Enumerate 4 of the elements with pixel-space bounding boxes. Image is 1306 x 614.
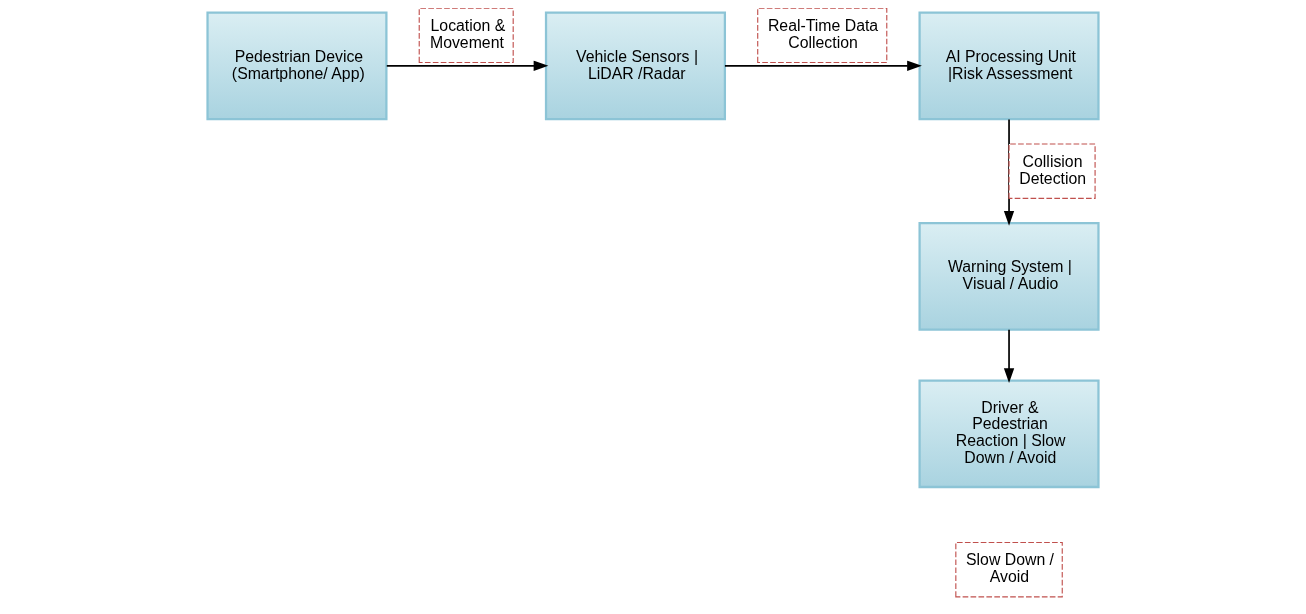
label: Slow Down / Avoid (966, 551, 1054, 586)
edge-label: Collision Detection (1019, 152, 1087, 187)
edge-label: Location & Movement (429, 17, 506, 51)
edge-label: Real-Time Data Collection (767, 17, 879, 51)
